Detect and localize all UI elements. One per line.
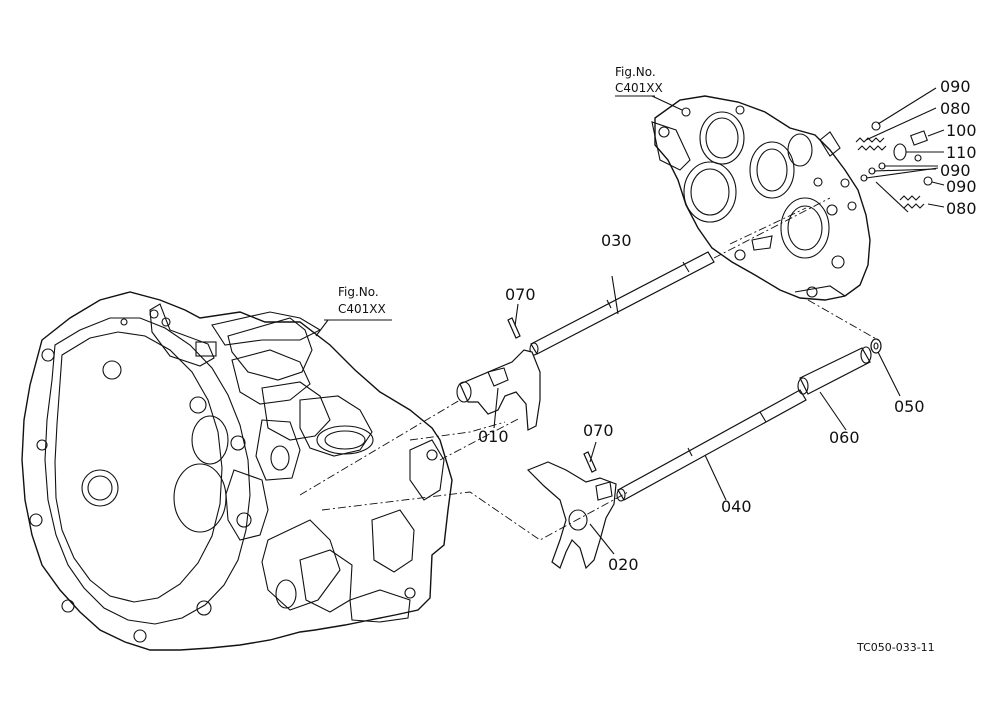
part-label-060: 060	[829, 428, 860, 447]
part-label-010: 010	[478, 427, 509, 446]
shift-rod-030	[529, 251, 715, 356]
part-label-090-c: 090	[946, 177, 977, 196]
case-cover	[651, 95, 871, 301]
figure-ref-label: Fig.No.	[615, 65, 656, 79]
leader-lines	[315, 87, 945, 555]
part-label-100: 100	[946, 121, 977, 140]
ring-050	[870, 338, 882, 354]
drawing-code: TC050-033-11	[856, 641, 935, 654]
part-label-080-a: 080	[940, 99, 971, 118]
part-label-070-a: 070	[505, 285, 536, 304]
assembly-lines	[299, 197, 879, 541]
figure-ref-case: Fig.No. C401XX	[338, 285, 386, 316]
part-label-070-b: 070	[583, 421, 614, 440]
transmission-case	[21, 291, 453, 651]
part-label-090-b: 090	[940, 161, 971, 180]
detent-parts	[855, 121, 933, 209]
figure-ref-number: C401XX	[338, 302, 386, 316]
figure-ref-number: C401XX	[615, 81, 663, 95]
shift-rod-040	[616, 389, 807, 502]
shift-fork-020	[526, 461, 617, 570]
figure-ref-label: Fig.No.	[338, 285, 379, 299]
shift-fork-010	[456, 349, 541, 431]
part-label-080-b: 080	[946, 199, 977, 218]
figure-ref-cover: Fig.No. C401XX	[615, 65, 663, 95]
collar-060	[797, 346, 872, 395]
part-label-030: 030	[601, 231, 632, 250]
part-label-090-a: 090	[940, 77, 971, 96]
part-label-020: 020	[608, 555, 639, 574]
pin-070-a	[507, 317, 521, 339]
part-label-040: 040	[721, 497, 752, 516]
part-label-050: 050	[894, 397, 925, 416]
part-label-110: 110	[946, 143, 977, 162]
